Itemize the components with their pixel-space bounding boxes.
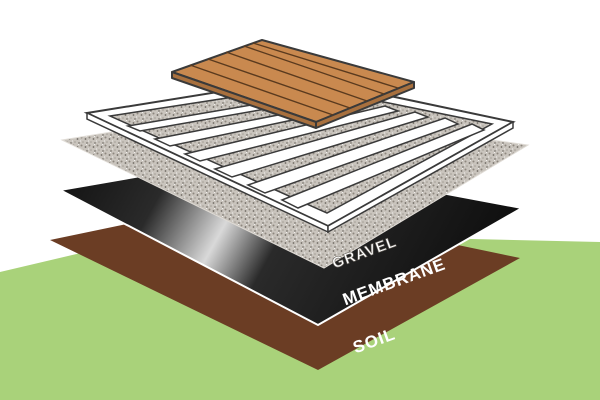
- board-line-1: [189, 64, 334, 116]
- decking-board-lines: [189, 42, 399, 116]
- frame-edge-right: [327, 120, 514, 234]
- board-line-5: [252, 42, 399, 89]
- joist-6: [280, 123, 486, 209]
- joist-4: [212, 111, 431, 178]
- board-line-3: [225, 51, 368, 102]
- decking-boards: [171, 39, 415, 129]
- timber-frame: [83, 76, 516, 234]
- joist-5: [246, 117, 460, 194]
- board-line-2: [207, 58, 351, 109]
- decking-edge-right: [315, 81, 415, 129]
- board-line-4: [243, 45, 385, 95]
